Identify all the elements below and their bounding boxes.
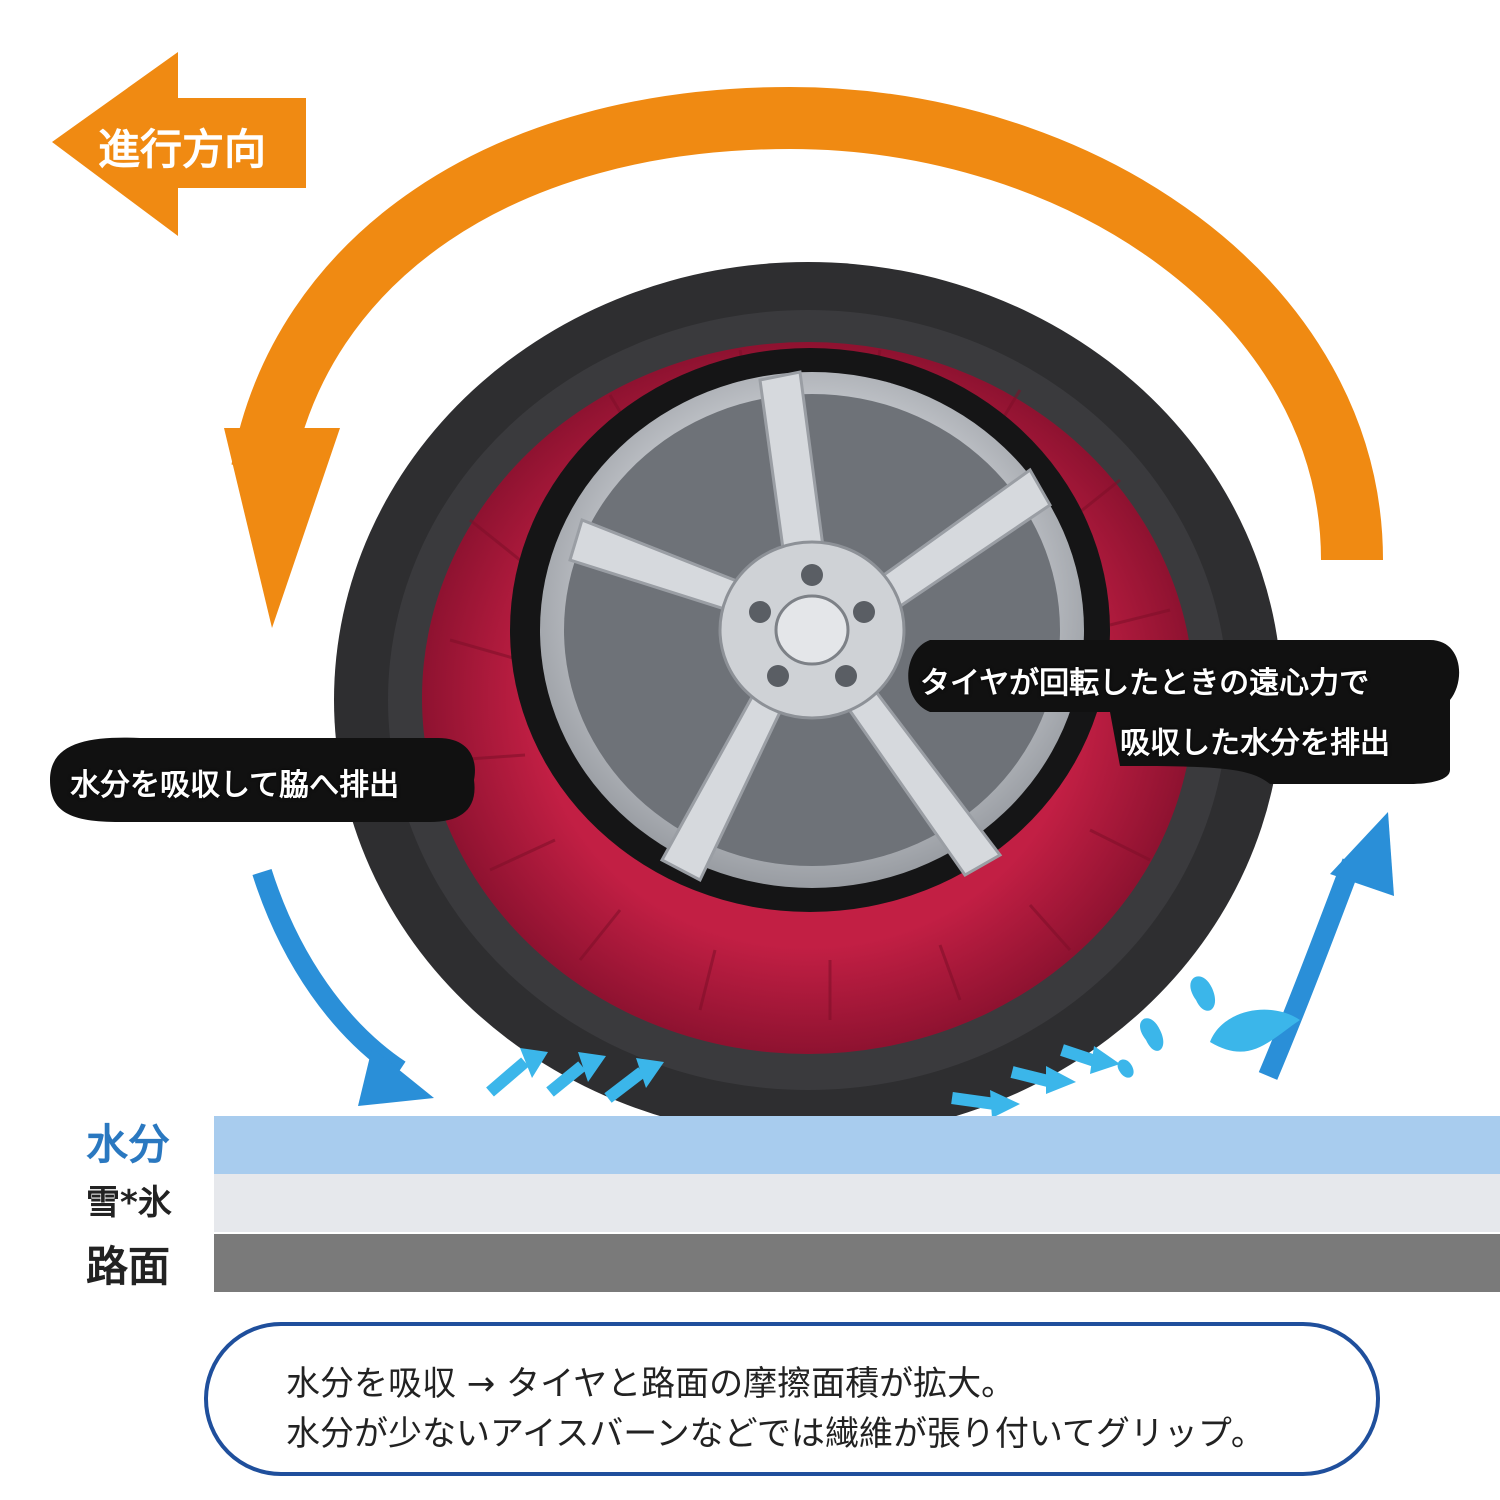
- caption-box: 水分を吸収 → タイヤと路面の摩擦面積が拡大。 水分が少ないアイスバーンなどでは…: [204, 1322, 1380, 1476]
- callout-right-line1: タイヤが回転したときの遠心力で: [920, 666, 1370, 701]
- layer-water-band: [214, 1116, 1500, 1174]
- water-flow-arrows: [252, 812, 1394, 1118]
- layer-road-label: 路面: [86, 1242, 171, 1291]
- direction-arrow: [52, 52, 306, 236]
- layer-snow-ice-label: 雪*氷: [86, 1183, 172, 1223]
- callout-left-bg: [50, 737, 475, 822]
- water-splash: [1117, 976, 1300, 1078]
- callout-right-line2: 吸収した水分を排出: [1120, 726, 1390, 761]
- direction-label: 進行方向: [98, 125, 267, 174]
- rotation-arc: [224, 86, 1383, 628]
- callout-right-bg: [908, 640, 1460, 784]
- layer-snow-ice-band: [214, 1174, 1500, 1232]
- callout-left-text: 水分を吸収して脇へ排出: [70, 768, 400, 803]
- layer-road-band: [214, 1234, 1500, 1292]
- layer-water-label: 水分: [86, 1120, 171, 1169]
- caption-line-1: 水分を吸収 → タイヤと路面の摩擦面積が拡大。: [286, 1364, 1016, 1404]
- caption-line-2: 水分が少ないアイスバーンなどでは繊維が張り付いてグリップ。: [286, 1414, 1265, 1454]
- tire: [334, 262, 1282, 1138]
